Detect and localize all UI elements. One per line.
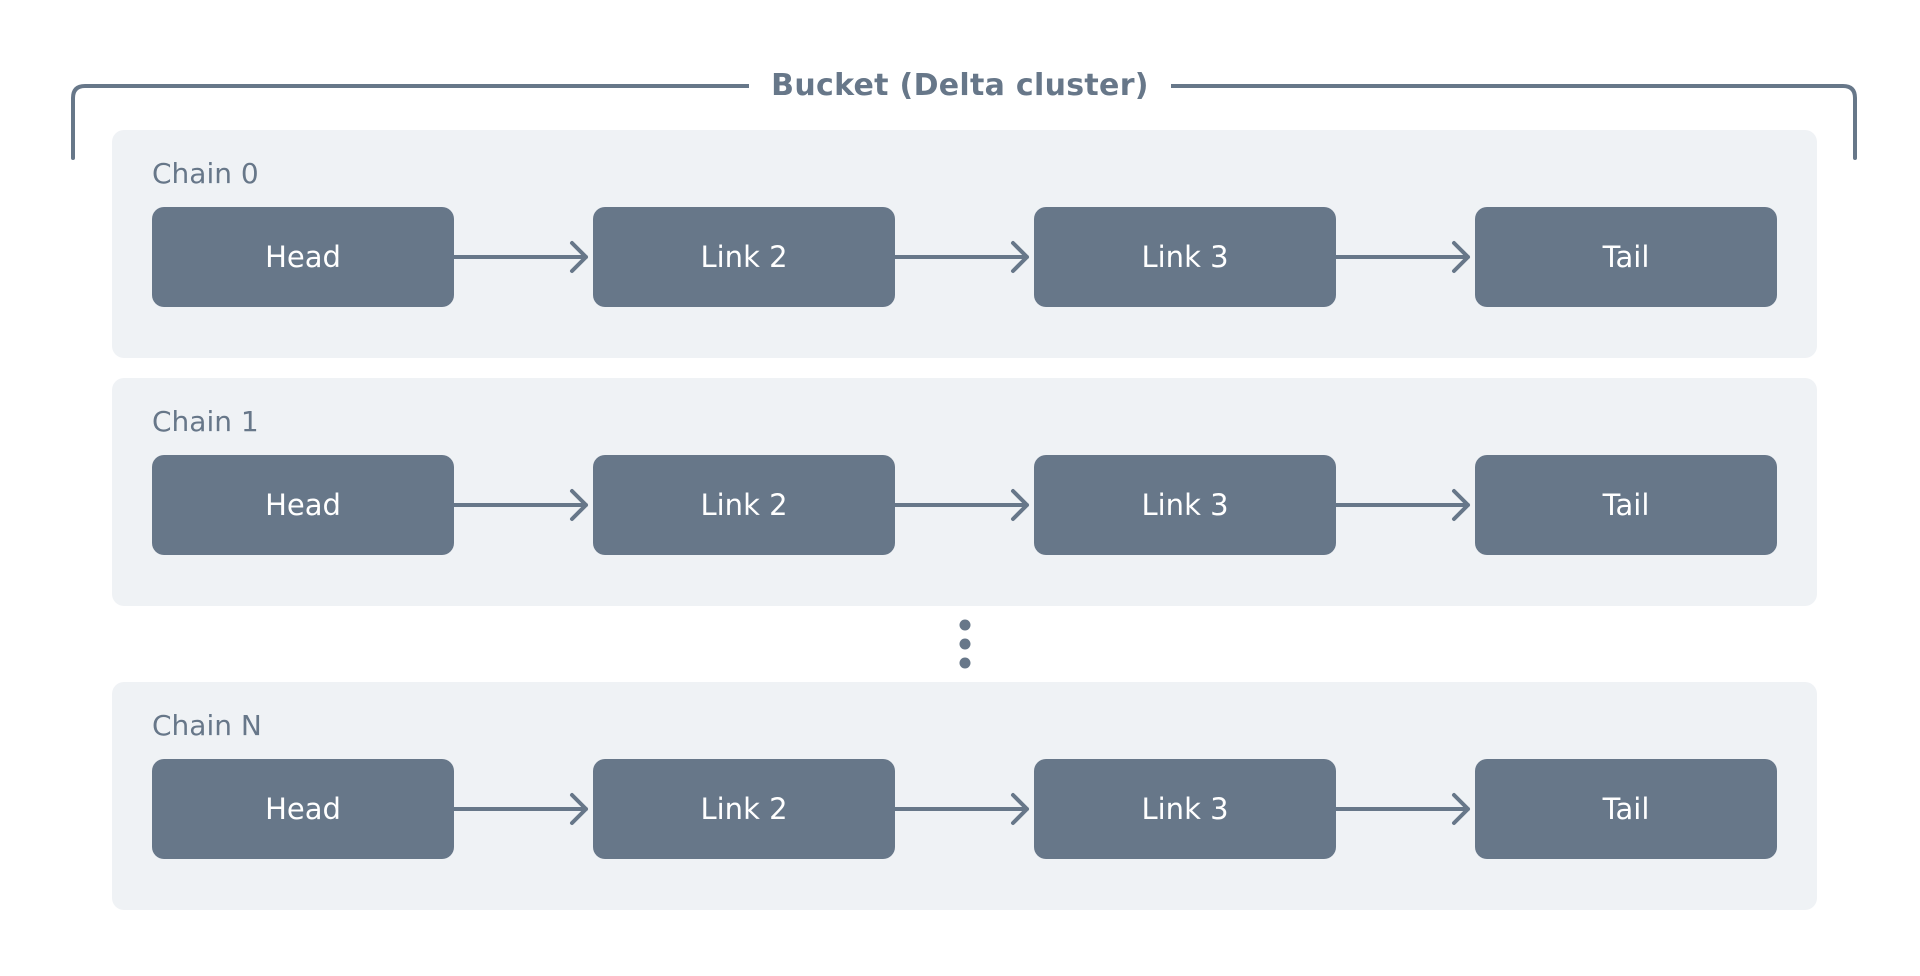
arrow-right-icon xyxy=(1336,793,1470,825)
chain-node-link: Link 2 xyxy=(593,455,895,555)
arrow-right-icon xyxy=(454,793,588,825)
bucket-title-container: Bucket (Delta cluster) xyxy=(0,64,1920,108)
chain-label: Chain 1 xyxy=(152,405,259,438)
chain-node-link: Link 3 xyxy=(1034,455,1336,555)
chain-node-head: Head xyxy=(152,759,454,859)
chain-node-tail: Tail xyxy=(1475,207,1777,307)
arrow-right-icon xyxy=(1336,241,1470,273)
chain-node-link: Link 3 xyxy=(1034,759,1336,859)
chain-label: Chain N xyxy=(152,709,262,742)
arrow-right-icon xyxy=(895,489,1029,521)
arrow-right-icon xyxy=(454,489,588,521)
chain-node-link: Link 2 xyxy=(593,207,895,307)
chain-panel-0: Chain 0 Head Link 2 Link 3 Tail xyxy=(112,130,1817,358)
chain-node-head: Head xyxy=(152,455,454,555)
chain-panel-n: Chain N Head Link 2 Link 3 Tail xyxy=(112,682,1817,910)
chain-node-head: Head xyxy=(152,207,454,307)
vertical-ellipsis-icon xyxy=(959,619,971,669)
arrow-right-icon xyxy=(454,241,588,273)
chain-node-link: Link 3 xyxy=(1034,207,1336,307)
arrow-right-icon xyxy=(895,793,1029,825)
arrow-right-icon xyxy=(1336,489,1470,521)
chain-node-tail: Tail xyxy=(1475,455,1777,555)
chain-label: Chain 0 xyxy=(152,157,259,190)
arrow-right-icon xyxy=(895,241,1029,273)
bucket-title: Bucket (Delta cluster) xyxy=(749,68,1171,103)
chain-panel-1: Chain 1 Head Link 2 Link 3 Tail xyxy=(112,378,1817,606)
chain-node-tail: Tail xyxy=(1475,759,1777,859)
chain-node-link: Link 2 xyxy=(593,759,895,859)
